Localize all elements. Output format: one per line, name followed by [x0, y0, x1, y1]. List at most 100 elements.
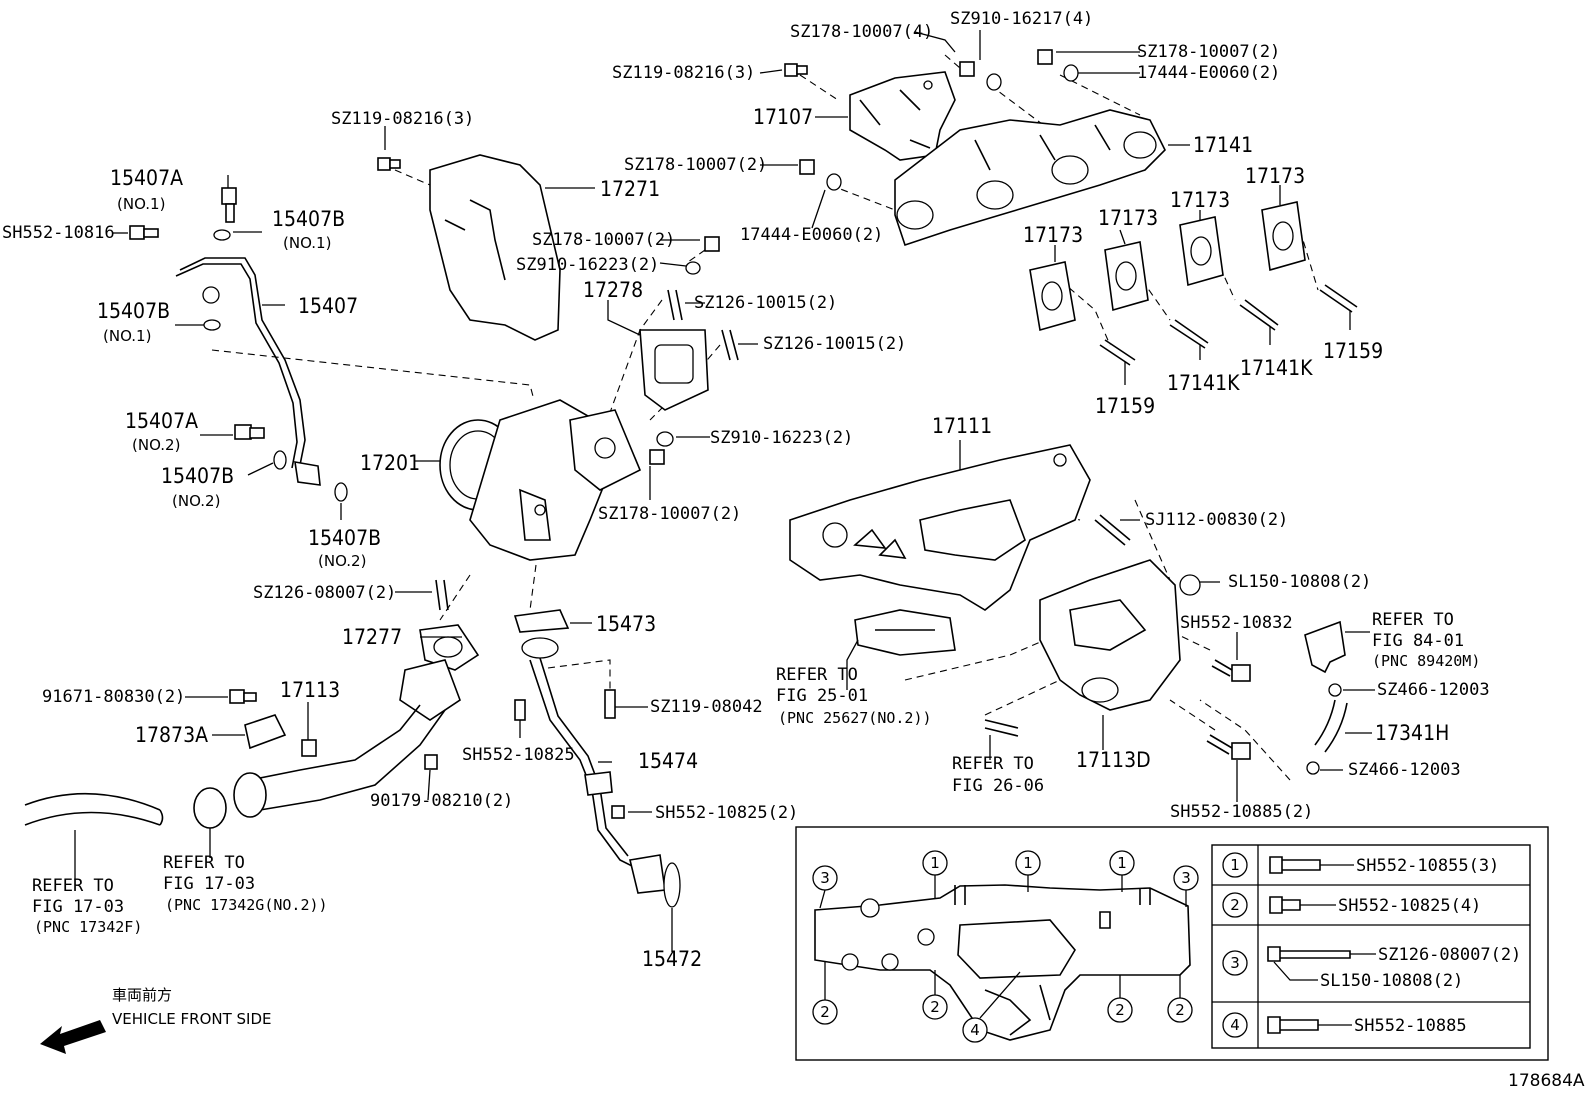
label-pnc-25627: (PNC 25627(NO.2))	[778, 709, 932, 727]
arrow-left-icon	[40, 1020, 106, 1054]
inset-marker-2d-text: 2	[1175, 1001, 1185, 1019]
label-refer-to-c: REFER TO	[952, 754, 1034, 774]
label-refer-to-e: REFER TO	[32, 876, 114, 896]
label-17141: 17141	[1193, 133, 1253, 157]
label-17111: 17111	[932, 414, 992, 438]
legend-part-3a: SZ126-08007(2)	[1378, 945, 1521, 965]
vehicle-front-jp: 車両前方	[112, 986, 172, 1004]
legend-num-2-text: 2	[1230, 896, 1240, 914]
inset-marker-1b-text: 1	[1023, 854, 1033, 872]
label-sz178-10007-2-mid: SZ178-10007(2)	[624, 155, 767, 175]
gasket-17277	[419, 624, 480, 671]
inset-marker-4	[962, 1017, 988, 1043]
stud-nut-icon	[1267, 946, 1351, 962]
label-15407: 15407	[298, 294, 358, 318]
label-15473: 15473	[596, 612, 656, 636]
legend-part-3b: SL150-10808(2)	[1320, 971, 1463, 991]
gasket-17173-a	[1029, 261, 1076, 332]
bolt-icon	[1267, 1016, 1319, 1034]
label-pnc-17342f: (PNC 17342F)	[34, 918, 142, 936]
label-no2-b: (NO.2)	[172, 492, 220, 510]
label-sh552-10816: SH552-10816	[2, 223, 115, 243]
label-sz466-12003-a: SZ466-12003	[1377, 680, 1490, 700]
vehicle-front-indicator: 車両前方 VEHICLE FRONT SIDE	[40, 986, 272, 1054]
inset-gasket-drawing	[814, 884, 1191, 1041]
label-17173-c: 17173	[1170, 188, 1230, 212]
inset-marker-2c-text: 2	[1115, 1001, 1125, 1019]
label-17341H: 17341H	[1375, 721, 1449, 745]
inset-marker-1c-text: 1	[1117, 854, 1127, 872]
label-fig-17-03-e: FIG 17-03	[32, 897, 124, 917]
label-sz126-10015-2-b: SZ126-10015(2)	[763, 334, 906, 354]
legend-num-3	[1222, 950, 1248, 976]
label-sz178-10007-4: SZ178-10007(4)	[790, 22, 933, 42]
label-no2-c: (NO.2)	[318, 552, 366, 570]
inset-marker-2c	[1107, 997, 1133, 1023]
bolt-icon	[1269, 896, 1301, 914]
bracket-ref-84-01	[1304, 620, 1346, 674]
label-17444-e0060-2-mid: 17444-E0060(2)	[740, 225, 883, 245]
oil-return-parts	[513, 609, 681, 908]
exhaust-hose	[24, 792, 164, 826]
label-sz178-10007-2-c: SZ178-10007(2)	[532, 230, 675, 250]
hose-17341H	[1314, 699, 1348, 753]
label-sl150-10808-2: SL150-10808(2)	[1228, 572, 1371, 592]
label-17113D: 17113D	[1076, 748, 1151, 772]
label-sz178-10007-2-d: SZ178-10007(2)	[598, 504, 741, 524]
gasket-17173-c	[1179, 216, 1224, 287]
label-15474: 15474	[638, 749, 698, 773]
inset-marker-3a-text: 3	[820, 869, 830, 887]
leader-lines	[74, 30, 1375, 952]
inset-marker-3a	[812, 865, 838, 891]
fastener-legend-table: 1 SH552-10855(3) 2 SH552-10825(4) 3 SZ12…	[1211, 844, 1531, 1049]
label-sz910-16217-4: SZ910-16217(4)	[950, 9, 1093, 29]
label-sh552-10885-2: SH552-10885(2)	[1170, 802, 1313, 822]
label-17107: 17107	[753, 105, 813, 129]
label-sh552-10832: SH552-10832	[1180, 613, 1293, 633]
label-sz178-10007-2-top: SZ178-10007(2)	[1137, 42, 1280, 62]
label-pnc-89420m: (PNC 89420M)	[1372, 652, 1480, 670]
small-hardware	[129, 49, 1342, 819]
legend-num-4	[1222, 1012, 1248, 1038]
label-fig-84-01: FIG 84-01	[1372, 631, 1464, 651]
label-17278: 17278	[583, 278, 643, 302]
legend-num-3-text: 3	[1230, 954, 1240, 972]
label-refer-to-a: REFER TO	[1372, 610, 1454, 630]
label-sz126-10015-2-a: SZ126-10015(2)	[694, 293, 837, 313]
gasket-17173-d	[1261, 201, 1306, 272]
label-15407B-1: 15407B	[272, 207, 345, 231]
label-sz126-08007-2: SZ126-08007(2)	[253, 583, 396, 603]
label-no1-b: (NO.1)	[283, 234, 331, 252]
label-17173-a: 17173	[1023, 223, 1083, 247]
label-90179-08210-2: 90179-08210(2)	[370, 791, 513, 811]
inset-marker-1a	[922, 850, 948, 876]
label-15407A-2: 15407A	[125, 409, 198, 433]
label-pnc-17342g: (PNC 17342G(NO.2))	[165, 896, 328, 914]
label-no1-a: (NO.1)	[117, 195, 165, 213]
intake-manifold-17111	[789, 444, 1091, 611]
label-15407B-2: 15407B	[97, 299, 170, 323]
label-sh552-10825-2: SH552-10825(2)	[655, 803, 798, 823]
gasket-17278	[639, 329, 709, 411]
label-17173-d: 17173	[1245, 164, 1305, 188]
inset-marker-2a	[812, 999, 838, 1025]
label-17873A: 17873A	[135, 723, 208, 747]
exhaust-pipe-17113	[193, 659, 461, 829]
label-no2-a: (NO.2)	[132, 436, 180, 454]
label-17173-b: 17173	[1098, 206, 1158, 230]
legend-part-4: SH552-10885	[1354, 1016, 1467, 1036]
label-17277: 17277	[342, 625, 402, 649]
inset-marker-2a-text: 2	[820, 1003, 830, 1021]
oil-feed-pipe-15407	[175, 257, 321, 486]
inset-marker-1c	[1109, 850, 1135, 876]
label-no1-c: (NO.1)	[103, 327, 151, 345]
inset-marker-2b-text: 2	[930, 998, 940, 1016]
inset-marker-4-text: 4	[970, 1021, 980, 1039]
label-sj112-00830-2: SJ112-00830(2)	[1145, 510, 1288, 530]
label-15407A-1: 15407A	[110, 166, 183, 190]
inset-callouts: 1 1 1 3 3 2 2 2 2 4	[812, 850, 1199, 1043]
label-refer-to-b: REFER TO	[776, 665, 858, 685]
inset-marker-2d	[1167, 997, 1193, 1023]
label-sz119-08216-3-mid: SZ119-08216(3)	[331, 109, 474, 129]
